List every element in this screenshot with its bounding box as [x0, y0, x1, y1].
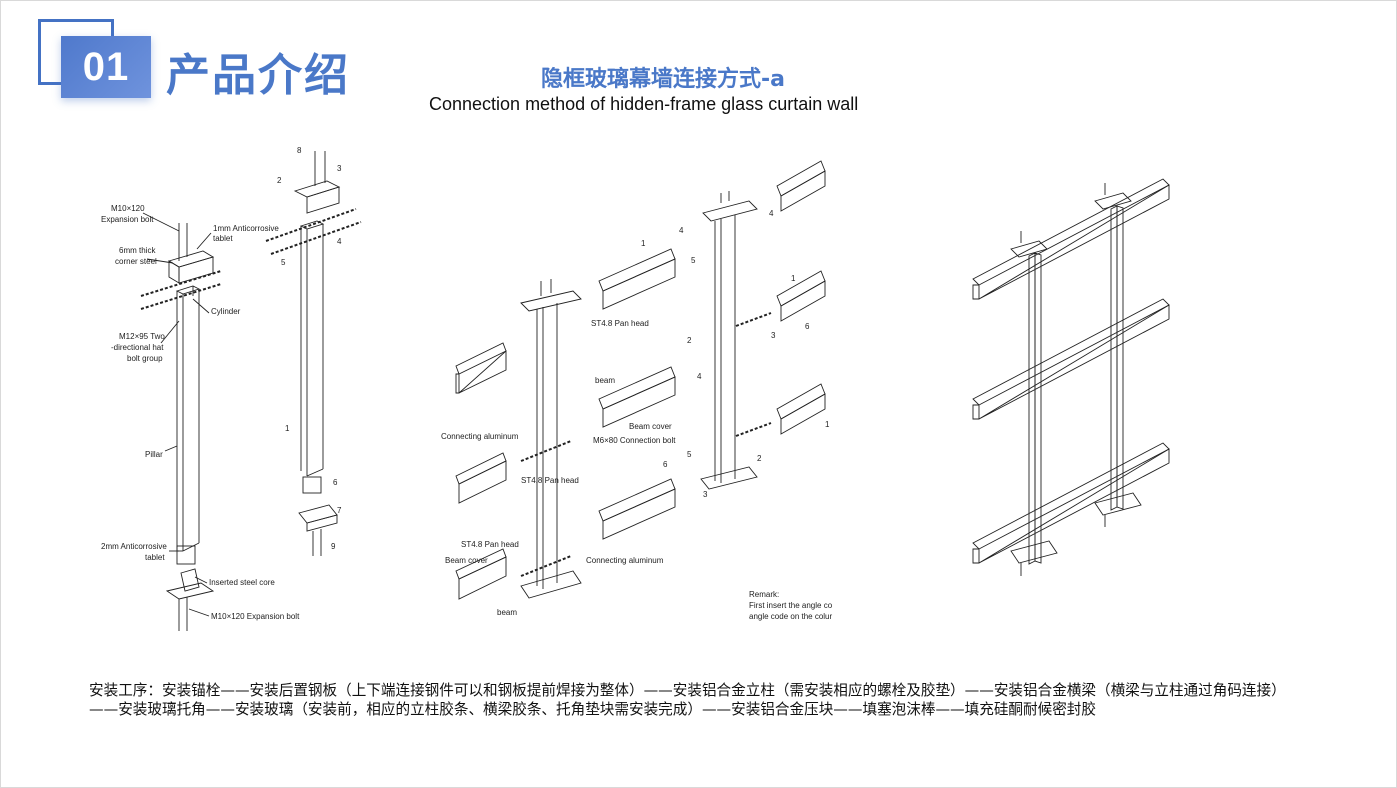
num-2-b: 2 — [687, 336, 692, 345]
label-corner-steel-2: corner steel — [115, 257, 157, 266]
label-pan-head-3: ST4.8 Pan head — [461, 540, 519, 549]
label-pan-head-2: ST4.8 Pan head — [521, 476, 579, 485]
num-7: 7 — [337, 506, 342, 515]
label-connecting-aluminum-1: Connecting aluminum — [441, 432, 519, 441]
figure-pillar-numbered: 8 3 2 4 5 1 6 7 9 — [265, 146, 362, 556]
num-4-b: 4 — [679, 226, 684, 235]
label-beam-2: beam — [497, 608, 517, 617]
section-number: 01 — [82, 44, 130, 89]
num-1-beam-c: 1 — [825, 420, 830, 429]
label-connection-bolt: M6×80 Connection bolt — [593, 436, 676, 445]
label-hat-bolt-2: -directional hat — [111, 343, 164, 352]
label-corner-steel: 6mm thick — [119, 246, 156, 255]
num-5-c: 5 — [687, 450, 692, 459]
num-2-top: 2 — [277, 176, 282, 185]
num-5-top: 5 — [281, 258, 286, 267]
label-anticorrosive-2mm-2: tablet — [145, 553, 165, 562]
installation-process-text: 安装工序：安装锚栓——安装后置钢板（上下端连接钢件可以和钢板提前焊接为整体）——… — [89, 682, 1286, 718]
section-badge: 01 — [61, 36, 151, 98]
num-6-beam: 6 — [663, 460, 668, 469]
label-pan-head-1: ST4.8 Pan head — [591, 319, 649, 328]
label-expansion-bolt-top-2: Expansion bolt — [101, 215, 154, 224]
label-anticorrosive-1mm-2: tablet — [213, 234, 233, 243]
label-beam-cover-1: Beam cover — [629, 422, 672, 431]
label-expansion-bolt-bottom: M10×120 Expansion bolt — [211, 612, 300, 621]
label-inserted-steel-core: Inserted steel core — [209, 578, 275, 587]
label-pillar: Pillar — [145, 450, 163, 459]
num-9: 9 — [331, 542, 336, 551]
connection-drawing: M10×120 Expansion bolt 1mm Anticorrosive… — [81, 131, 1221, 631]
label-expansion-bolt-top: M10×120 — [111, 204, 145, 213]
num-5-b: 5 — [691, 256, 696, 265]
num-3-top: 3 — [337, 164, 342, 173]
num-4-c: 4 — [769, 209, 774, 218]
remark-3: angle code on the colur — [749, 612, 833, 621]
num-4-d: 4 — [697, 372, 702, 381]
num-1-pillar: 1 — [285, 424, 290, 433]
label-beam-cover-2: Beam cover — [445, 556, 488, 565]
num-6: 6 — [333, 478, 338, 487]
num-1-beam-b: 1 — [791, 274, 796, 283]
label-beam-1: beam — [595, 376, 615, 385]
num-6-b: 6 — [805, 322, 810, 331]
label-hat-bolt-3: bolt group — [127, 354, 163, 363]
section-title: 产品介绍 — [166, 50, 350, 101]
figure-pillar-beams: 4 4 5 1 3 6 2 4 1 5 2 3 Remark: First in… — [679, 160, 833, 621]
label-hat-bolt: M12×95 Two — [119, 332, 165, 341]
remark-2: First insert the angle co — [749, 601, 833, 610]
num-1-beam-a: 1 — [641, 239, 646, 248]
num-4-top: 4 — [337, 237, 342, 246]
connection-drawing-svg: M10×120 Expansion bolt 1mm Anticorrosive… — [101, 146, 1170, 631]
figure-exploded-beams: ST4.8 Pan head beam Beam cover M6×80 Con… — [441, 239, 676, 617]
label-connecting-aluminum-2: Connecting aluminum — [586, 556, 664, 565]
figure-assembled-frame — [972, 178, 1170, 576]
diagram-title-en: Connection method of hidden-frame glass … — [429, 94, 859, 114]
label-cylinder: Cylinder — [211, 307, 241, 316]
num-8: 8 — [297, 146, 302, 155]
diagram-title-cn: 隐框玻璃幕墙连接方式-a — [541, 67, 785, 92]
num-3-c: 3 — [703, 490, 708, 499]
figure-pillar-anchor: M10×120 Expansion bolt 1mm Anticorrosive… — [101, 204, 300, 631]
num-2-c: 2 — [757, 454, 762, 463]
label-anticorrosive-2mm: 2mm Anticorrosive — [101, 542, 167, 551]
label-anticorrosive-1mm: 1mm Anticorrosive — [213, 224, 279, 233]
num-3-b: 3 — [771, 331, 776, 340]
remark-1: Remark: — [749, 590, 779, 599]
